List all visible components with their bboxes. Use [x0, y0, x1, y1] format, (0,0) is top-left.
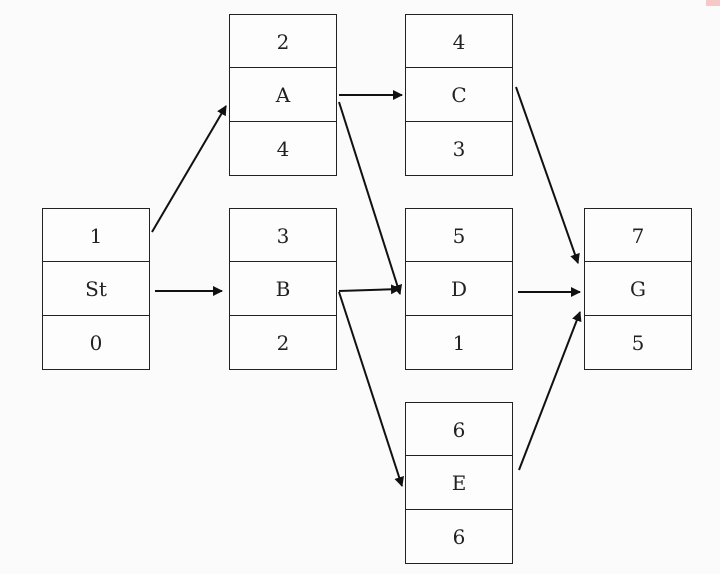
node-d-bottom: 1	[405, 315, 513, 370]
node-d: 5 D 1	[405, 208, 513, 370]
node-g-label: G	[584, 261, 692, 316]
node-d-label: D	[405, 261, 513, 316]
node-st-bottom: 0	[42, 315, 150, 370]
node-d-top: 5	[405, 208, 513, 263]
edge-b-e	[338, 291, 404, 487]
node-g-top: 7	[584, 208, 692, 263]
node-b-label: B	[229, 261, 337, 316]
node-a-bottom: 4	[229, 121, 337, 176]
node-c-bottom: 3	[405, 121, 513, 176]
node-st: 1 St 0	[42, 208, 150, 370]
edge-c-g	[515, 86, 580, 264]
node-a: 2 A 4	[229, 14, 337, 176]
node-c: 4 C 3	[405, 14, 513, 176]
node-b-top: 3	[229, 208, 337, 263]
edge-e-g	[518, 311, 582, 471]
node-a-top: 2	[229, 14, 337, 69]
node-c-top: 4	[405, 14, 513, 69]
node-g: 7 G 5	[584, 208, 692, 370]
node-e-label: E	[405, 455, 513, 510]
node-e-bottom: 6	[405, 509, 513, 564]
node-e-top: 6	[405, 402, 513, 457]
node-c-label: C	[405, 67, 513, 122]
node-st-label: St	[42, 261, 150, 316]
edge-st-a	[151, 105, 227, 233]
node-g-bottom: 5	[584, 315, 692, 370]
node-e: 6 E 6	[405, 402, 513, 564]
node-b: 3 B 2	[229, 208, 337, 370]
corner-mark	[706, 0, 720, 6]
node-a-label: A	[229, 67, 337, 122]
edge-b-d	[338, 284, 401, 295]
edge-a-d	[338, 101, 403, 295]
node-st-top: 1	[42, 208, 150, 263]
node-b-bottom: 2	[229, 315, 337, 370]
